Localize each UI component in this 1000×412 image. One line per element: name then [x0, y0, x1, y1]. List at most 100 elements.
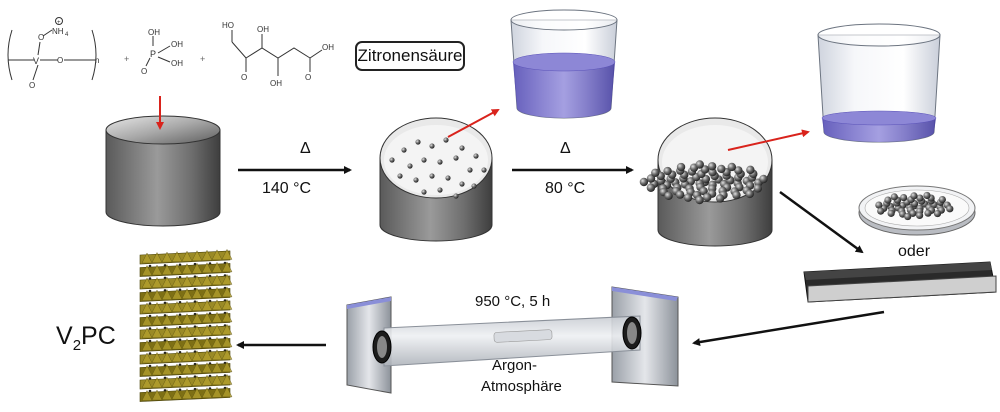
octahedron	[171, 363, 183, 375]
octahedron	[191, 350, 203, 361]
octahedron	[161, 351, 173, 363]
octahedron	[181, 388, 193, 399]
furnace-condition: 950 °C, 5 h	[475, 293, 551, 310]
svg-text:O: O	[241, 73, 247, 82]
atom	[148, 289, 152, 293]
octahedron	[141, 315, 153, 326]
particle	[707, 162, 717, 171]
particle	[481, 167, 487, 173]
particle	[473, 153, 479, 159]
octahedron	[221, 261, 233, 273]
octahedron	[161, 339, 173, 350]
octahedron	[211, 336, 223, 348]
alternative-label: oder	[898, 243, 931, 260]
octahedron	[181, 363, 193, 374]
petri-dish	[858, 185, 976, 236]
particle	[646, 174, 656, 183]
svg-text:HO: HO	[222, 21, 234, 30]
octahedron	[171, 351, 183, 362]
octahedron	[211, 274, 223, 286]
octahedron	[221, 348, 233, 360]
octahedron	[201, 312, 213, 323]
octahedron	[221, 373, 233, 385]
particle	[695, 160, 704, 169]
svg-text:P: P	[150, 49, 156, 59]
svg-text:n: n	[95, 56, 99, 65]
particle	[904, 212, 912, 221]
octahedron	[201, 387, 213, 398]
particle	[421, 157, 427, 163]
particle	[413, 177, 419, 183]
particle	[675, 190, 685, 199]
atom	[163, 351, 167, 355]
particle	[459, 145, 465, 151]
particle	[916, 194, 924, 202]
heat-symbol-1: Δ	[300, 140, 311, 157]
octahedron	[211, 361, 223, 373]
particle	[429, 143, 435, 149]
particle	[397, 173, 403, 179]
svg-text:O: O	[141, 67, 147, 76]
svg-text:O: O	[305, 73, 311, 82]
octahedron	[161, 301, 173, 313]
octahedron	[221, 311, 233, 323]
octahedron	[211, 324, 223, 336]
octahedron	[191, 300, 203, 311]
svg-text:O: O	[38, 33, 44, 42]
octahedron	[141, 352, 153, 364]
citric-acid-structure: HO O OH OH OH O	[222, 21, 334, 88]
svg-text:V: V	[33, 56, 39, 66]
atom	[148, 327, 152, 330]
particle	[734, 166, 743, 175]
octahedron	[171, 263, 183, 275]
svg-text:OH: OH	[257, 25, 269, 34]
octahedron	[191, 387, 203, 399]
particle	[699, 186, 708, 196]
atom	[148, 352, 152, 355]
octahedron	[191, 312, 203, 324]
atom	[163, 276, 167, 280]
octahedron	[221, 361, 233, 373]
particle	[715, 194, 725, 203]
octahedron	[151, 389, 163, 401]
octahedron	[161, 276, 173, 288]
red-arrow-vapor	[447, 109, 500, 138]
crystal-structure	[139, 248, 233, 402]
red-arrow-vapor-2	[727, 129, 810, 151]
svg-text:OH: OH	[322, 43, 334, 52]
octahedron	[181, 313, 193, 324]
particle	[421, 189, 427, 195]
atom	[148, 264, 152, 268]
octahedron	[211, 349, 223, 361]
combustion-boat	[803, 261, 997, 303]
beaker-full	[510, 9, 618, 119]
svg-text:OH: OH	[171, 59, 183, 68]
particle	[753, 184, 762, 193]
octahedron	[181, 250, 193, 262]
temperature-1: 140 °C	[262, 180, 312, 197]
particle	[443, 137, 449, 143]
particle	[717, 164, 726, 174]
octahedron	[181, 338, 193, 349]
phosphonic-acid-structure: OH P OH OH O	[141, 28, 183, 76]
octahedron	[181, 350, 193, 362]
octahedron	[151, 364, 163, 376]
octahedron	[151, 264, 163, 276]
crucible-closed	[105, 96, 221, 227]
particle	[683, 193, 693, 202]
particle	[651, 168, 660, 177]
atom	[148, 314, 152, 318]
svg-text:OH: OH	[171, 40, 183, 49]
octahedron	[191, 250, 203, 261]
octahedron	[201, 249, 213, 261]
particle	[890, 193, 898, 201]
octahedron	[191, 337, 203, 349]
atom	[163, 389, 167, 392]
particle	[467, 167, 473, 173]
atom	[163, 376, 167, 380]
particle	[746, 165, 755, 175]
octahedron	[141, 365, 153, 376]
plus-sign: +	[200, 54, 205, 64]
particle	[471, 183, 477, 189]
